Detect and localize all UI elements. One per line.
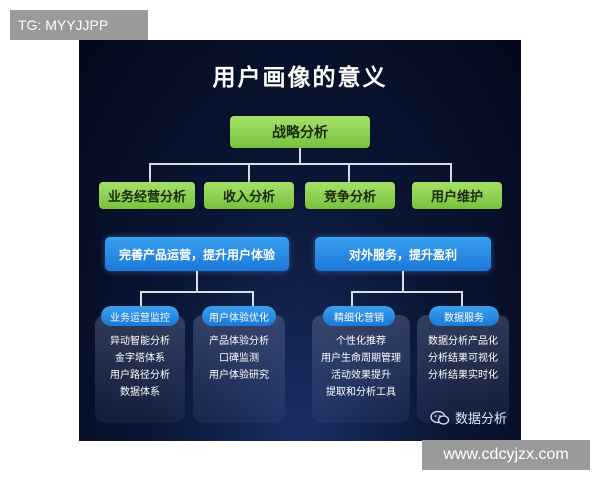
connector (149, 163, 451, 165)
connector (248, 163, 250, 182)
list-item: 用户路径分析 (110, 370, 170, 381)
node-product-operation: 完善产品运营，提升用户体验 (105, 237, 289, 271)
tg-label: TG: MYYJJPP (10, 10, 148, 40)
list-item: 提取和分析工具 (326, 387, 396, 398)
connector (402, 271, 404, 292)
connector (149, 163, 151, 182)
card-precision-marketing: 个性化推荐 用户生命周期管理 活动效果提升 提取和分析工具 (312, 315, 410, 423)
card-data-service: 数据分析产品化 分析结果可视化 分析结果实时化 (417, 315, 509, 423)
connector (461, 291, 463, 306)
diagram-title: 用户画像的意义 (212, 65, 388, 91)
list-item: 数据分析产品化 (428, 336, 498, 347)
connector (348, 163, 350, 182)
list-item: 数据体系 (120, 387, 160, 398)
node-competition-analysis: 竞争分析 (305, 182, 395, 209)
list-item: 用户体验研究 (209, 370, 269, 381)
card-operation-monitoring: 异动智能分析 金字塔体系 用户路径分析 数据体系 (95, 315, 185, 423)
node-user-maintenance: 用户维护 (412, 182, 502, 209)
connector (252, 291, 254, 306)
connector (351, 291, 463, 293)
node-business-analysis: 业务经营分析 (99, 182, 195, 209)
list-item: 异动智能分析 (110, 336, 170, 347)
connector (196, 271, 198, 292)
node-revenue-analysis: 收入分析 (204, 182, 294, 209)
list-item: 金字塔体系 (115, 353, 165, 364)
url-label: www.cdcyjzx.com (422, 440, 590, 470)
watermark-text: 数据分析 (454, 412, 507, 427)
node-data-service: 数据服务 (429, 306, 499, 326)
list-item: 口碑监测 (219, 353, 259, 364)
list-item: 活动效果提升 (331, 370, 391, 381)
connector (140, 291, 254, 293)
wechat-icon (430, 410, 450, 425)
diagram-panel: 用户画像的意义 战略分析 业务经营分析 收入分析 竞争分析 用户维护 完善产品运… (79, 40, 521, 441)
list-item: 用户生命周期管理 (321, 353, 401, 364)
root-node: 战略分析 (230, 116, 370, 148)
connector (299, 148, 301, 164)
node-experience-optimization: 用户体验优化 (202, 306, 276, 326)
node-external-service: 对外服务，提升盈利 (315, 237, 491, 271)
node-precision-marketing: 精细化营销 (323, 306, 395, 326)
list-item: 分析结果实时化 (428, 370, 498, 381)
watermark: 数据分析 (430, 408, 507, 427)
list-item: 分析结果可视化 (428, 353, 498, 364)
card-experience-optimization: 产品体验分析 口碑监测 用户体验研究 (193, 315, 285, 423)
connector (351, 291, 353, 306)
list-item: 个性化推荐 (336, 336, 386, 347)
list-item: 产品体验分析 (209, 336, 269, 347)
connector (140, 291, 142, 306)
node-operation-monitoring: 业务运营监控 (101, 306, 179, 326)
connector (450, 163, 452, 182)
